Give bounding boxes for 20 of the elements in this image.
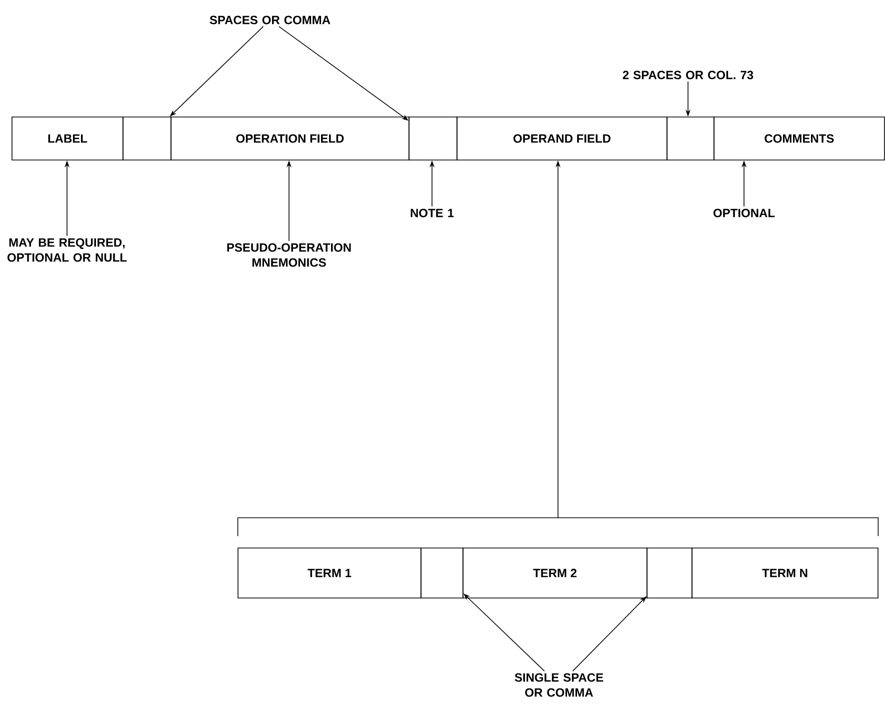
empty-field-box [122,116,172,160]
field-box: TERM 2 [462,548,648,598]
field-box: OPERAND FIELD [456,116,668,160]
annotation-text: SINGLE SPACE OR COMMA [514,673,604,697]
empty-field-box [666,116,714,160]
field-box: LABEL [12,116,124,160]
annotation-text: OPTIONAL [714,208,775,218]
field-box: TERM N [692,548,878,598]
empty-field-box [646,548,692,598]
field-box: COMMENTS [714,116,885,160]
empty-field-box [408,116,458,160]
annotation-text: SPACES OR COMMA [210,16,330,24]
annotation-text: PSEUDO-OPERATION MNEMONICS [227,243,351,267]
empty-field-box [420,548,464,598]
annotation-text: MAY BE REQUIRED, OPTIONAL OR NULL [8,238,127,262]
annotation-text: NOTE 1 [410,208,454,218]
field-box: TERM 1 [238,548,422,598]
bracket [237,517,879,537]
annotation-text: 2 SPACES OR COL. 73 [622,70,754,80]
field-box: OPERATION FIELD [170,116,410,160]
